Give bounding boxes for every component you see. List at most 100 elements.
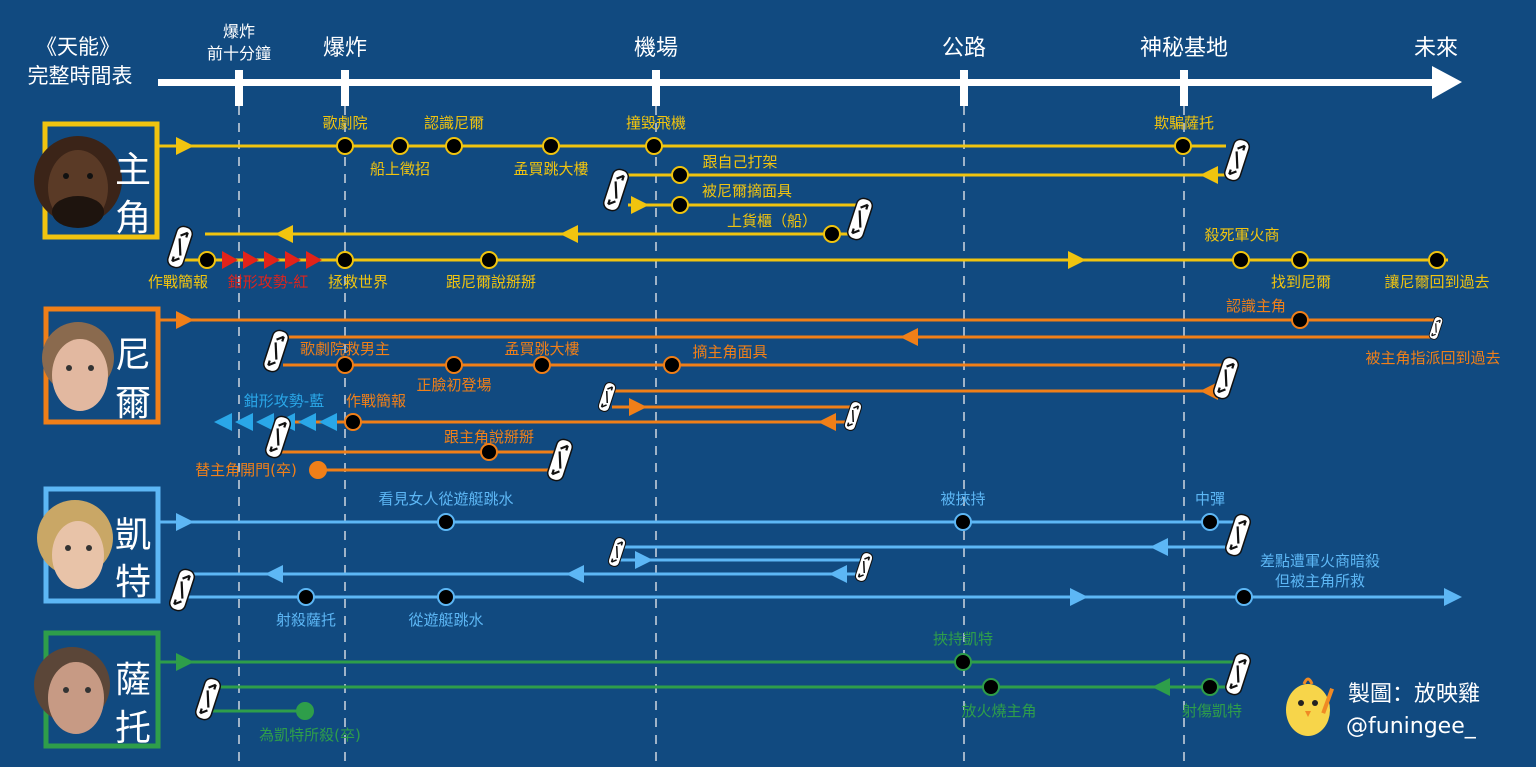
event-label: 認識主角: [1226, 297, 1286, 315]
event-dot: [542, 137, 560, 155]
kat-events: [297, 513, 1253, 606]
axis-tick-explosion: [341, 70, 349, 106]
direction-arrow: [566, 565, 584, 583]
face-portrait-icon: [42, 322, 114, 411]
axis-tick-t10: [235, 70, 243, 106]
event-label: 差點遭軍火商暗殺: [1260, 552, 1380, 570]
event-dot: [954, 653, 972, 671]
direction-arrow: [1150, 538, 1168, 556]
event-dot: [645, 137, 663, 155]
event-label: 歌劇院: [322, 114, 367, 132]
neil-events: [309, 311, 1309, 479]
event-dot: [198, 251, 216, 269]
protagonist-events: [198, 137, 1446, 269]
direction-arrow: [560, 225, 578, 243]
character-name-char-2: 角: [115, 198, 151, 239]
character-sator: 薩 托: [34, 630, 161, 749]
kat-labels: 看見女人從遊艇跳水 被挾持 中彈 差點遭軍火商暗殺 但被主角所救 射殺薩托 從遊…: [276, 490, 1380, 629]
event-label: 跟尼爾說掰掰: [446, 273, 536, 291]
inversion-turnstile-icon: [600, 166, 632, 214]
tick-label-base: 神秘基地: [1140, 36, 1228, 61]
inversion-turnstile-icon: [166, 566, 198, 614]
character-name-char-2: 爾: [115, 383, 151, 424]
event-label: 作戰簡報: [346, 392, 406, 410]
character-name-char-1: 主: [115, 150, 151, 191]
character-name-char-2: 特: [115, 562, 151, 603]
chick-mascot-icon: [1286, 677, 1334, 736]
event-dot: [1232, 251, 1250, 269]
event-label: 歌劇院救男主: [300, 340, 390, 358]
direction-arrow: [635, 551, 653, 569]
event-label: 作戰簡報: [148, 273, 208, 291]
event-dot: [1235, 588, 1253, 606]
tick-label-airport: 機場: [634, 36, 678, 61]
direction-arrow: [1068, 251, 1086, 269]
face-portrait-icon: [34, 647, 110, 734]
character-name-char-1: 薩: [115, 660, 151, 701]
event-dot: [480, 443, 498, 461]
inversion-turnstile-icon: [844, 195, 876, 243]
event-label: 替主角開門(卒): [195, 461, 297, 479]
inversion-turnstile-icon: [1222, 511, 1254, 559]
event-label: 看見女人從遊艇跳水: [378, 490, 513, 508]
direction-arrow: [1070, 588, 1088, 606]
event-dot: [445, 356, 463, 374]
event-dot: [437, 513, 455, 531]
event-label: 拯救世界: [328, 273, 388, 291]
tick-label-explosion: 爆炸: [323, 36, 367, 61]
event-label: 摘主角面具: [692, 343, 767, 361]
event-label: 但被主角所救: [1275, 572, 1365, 590]
direction-arrow: [829, 565, 847, 583]
event-label: 放火燒主角: [961, 702, 1036, 720]
axis-tick-airport: [652, 70, 660, 106]
event-dot: [296, 702, 314, 720]
direction-arrow: [1200, 382, 1218, 400]
inversion-turnstile-icon: [260, 327, 292, 375]
event-dot: [671, 196, 689, 214]
kat-arrows: [176, 513, 1462, 606]
event-label: 欺騙薩托: [1154, 114, 1214, 132]
direction-arrow: [900, 328, 918, 346]
event-label: 鉗形攻勢-紅: [228, 273, 308, 291]
axis-end-label: 未來: [1414, 36, 1458, 61]
event-dot: [445, 137, 463, 155]
inversion-turnstile-icon: [1210, 354, 1242, 402]
event-label: 跟主角說掰掰: [444, 428, 534, 446]
event-label: 船上徵招: [370, 160, 430, 178]
inversion-turnstile-icon: [842, 399, 864, 433]
event-label: 被主角指派回到過去: [1365, 349, 1500, 367]
event-dot: [480, 251, 498, 269]
diagram-title-line2: 完整時間表: [28, 64, 133, 88]
event-label: 認識尼爾: [424, 114, 484, 132]
tick-label-t10-line2: 前十分鐘: [207, 44, 271, 63]
inversion-turnstile-icon: [853, 550, 875, 584]
direction-arrow: [1200, 166, 1218, 184]
direction-arrow: [1444, 588, 1462, 606]
character-kat: 凱 特: [37, 486, 161, 604]
inversion-turnstile-icon: [192, 675, 224, 723]
sator-labels: 挾持凱特 放火燒主角 射傷凱特 為凱特所殺(卒): [259, 630, 1242, 744]
event-dot: [336, 251, 354, 269]
event-dot: [1174, 137, 1192, 155]
event-label: 找到尼爾: [1271, 273, 1331, 291]
character-neil: 尼 爾: [42, 306, 161, 425]
protagonist-labels: 歌劇院 認識尼爾 撞毀飛機 欺騙薩托 船上徵招 孟買跳大樓 跟自己打架 被尼爾摘…: [148, 114, 1490, 291]
event-dot: [671, 166, 689, 184]
event-label: 殺死軍火商: [1204, 226, 1279, 244]
event-dot: [309, 461, 327, 479]
event-label: 讓尼爾回到過去: [1384, 273, 1489, 291]
event-label: 正臉初登場: [416, 376, 491, 394]
event-dot: [954, 513, 972, 531]
direction-arrow: [818, 413, 836, 431]
tick-label-t10-line1: 爆炸: [223, 22, 255, 41]
event-label: 從遊艇跳水: [408, 611, 483, 629]
event-dot: [1291, 311, 1309, 329]
direction-arrow: [275, 225, 293, 243]
event-dot: [297, 588, 315, 606]
event-label: 為凱特所殺(卒): [259, 726, 361, 744]
credit-line1: 製圖：放映雞: [1348, 682, 1480, 707]
event-label: 被挾持: [940, 490, 985, 508]
neil-lines: [158, 318, 1436, 472]
event-dot: [982, 678, 1000, 696]
